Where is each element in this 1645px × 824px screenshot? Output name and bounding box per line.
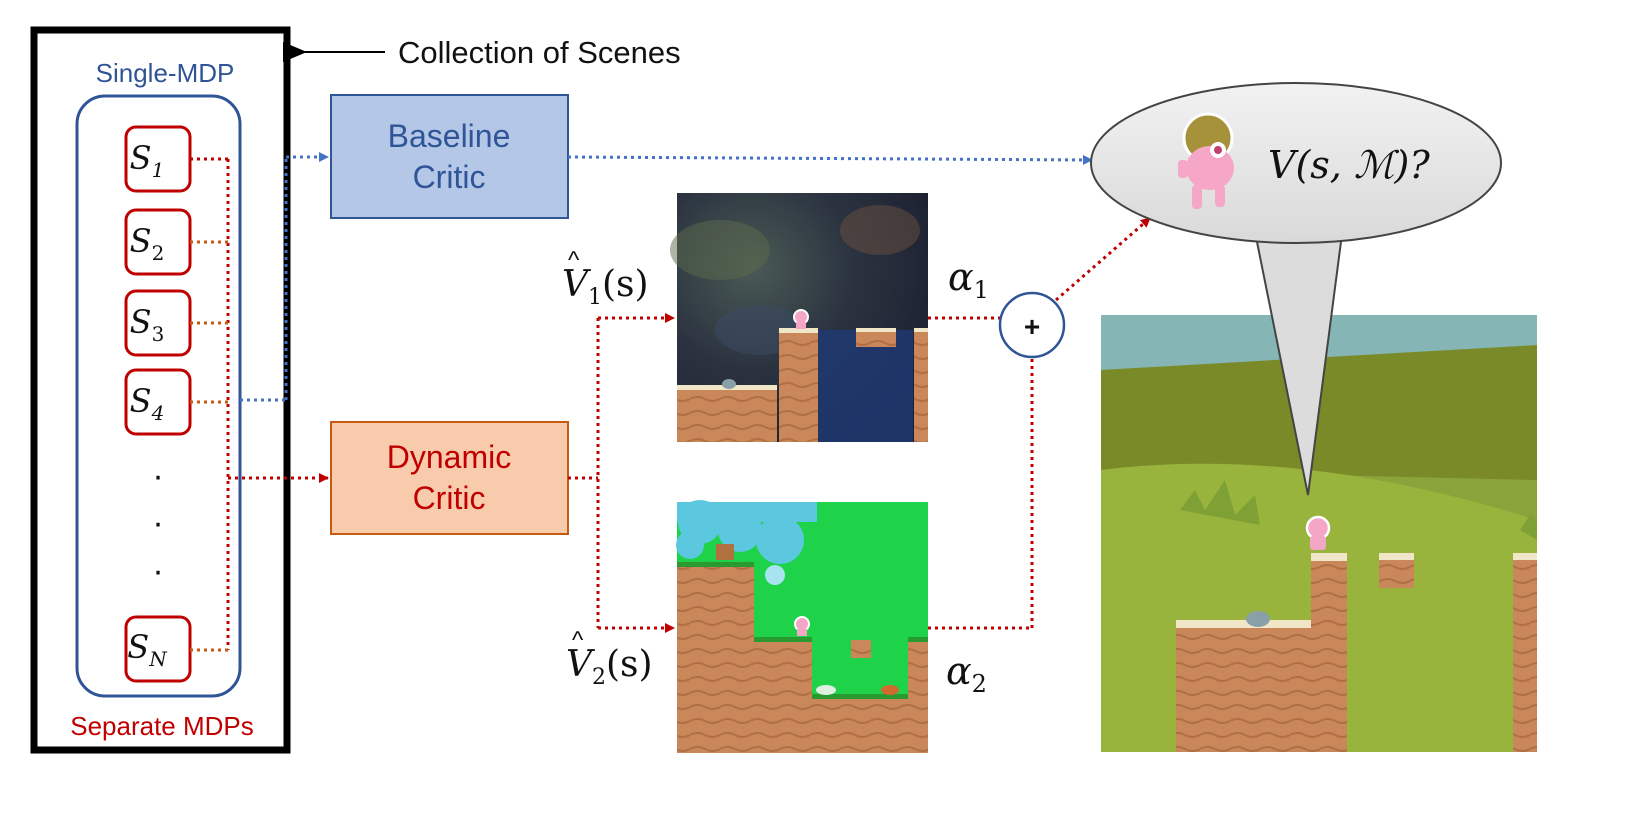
scene-image-2	[676, 500, 928, 753]
svg-text:+: +	[1024, 311, 1040, 342]
single-mdp-box	[75, 94, 242, 698]
baseline-critic: Baseline Critic	[330, 94, 569, 219]
scene-s1: S1	[124, 125, 192, 193]
svg-text:Critic: Critic	[413, 480, 486, 516]
value-question: V(s, ℳ)?	[1268, 143, 1430, 187]
svg-text:S4: S4	[130, 382, 165, 425]
scene-sn: SN	[124, 615, 192, 683]
svg-text:S3: S3	[130, 303, 165, 346]
svg-text:S1: S1	[130, 139, 165, 182]
ellipsis-dot-1: ·	[152, 457, 163, 495]
v2-hat: ^	[572, 627, 584, 654]
svg-text:SN: SN	[127, 628, 168, 671]
svg-text:S2: S2	[130, 222, 165, 265]
dynamic-output-paths	[568, 313, 675, 633]
scene-s2: S2	[124, 208, 192, 276]
v1-label: V1(s)	[562, 264, 649, 310]
scene-s4: S4	[124, 368, 192, 436]
scene-connectors	[190, 157, 230, 652]
single-mdp-label: Single-MDP	[96, 58, 235, 88]
svg-text:Dynamic: Dynamic	[387, 439, 511, 475]
v2-label: V2(s)	[566, 644, 653, 690]
v1-hat: ^	[568, 247, 580, 274]
ellipsis-dot-2: ·	[152, 504, 163, 542]
scene-image-1	[670, 193, 928, 442]
weighted-output-paths	[928, 216, 1151, 630]
alpha1-label: α1	[948, 255, 989, 304]
game-scene-large	[1101, 315, 1537, 752]
dynamic-critic: Dynamic Critic	[330, 421, 569, 535]
ellipsis-dot-3: ·	[152, 552, 163, 590]
scene-s3: S3	[124, 289, 192, 357]
alpha2-label: α2	[946, 649, 987, 698]
sum-node: +	[998, 291, 1066, 359]
svg-text:Baseline: Baseline	[388, 118, 511, 154]
single-mdp-path	[240, 152, 329, 402]
collection-label: Collection of Scenes	[398, 35, 681, 70]
baseline-output-arrow	[567, 154, 1093, 165]
separate-mdps-label: Separate MDPs	[70, 711, 254, 741]
character-avatar	[1178, 112, 1234, 209]
svg-text:Critic: Critic	[413, 159, 486, 195]
